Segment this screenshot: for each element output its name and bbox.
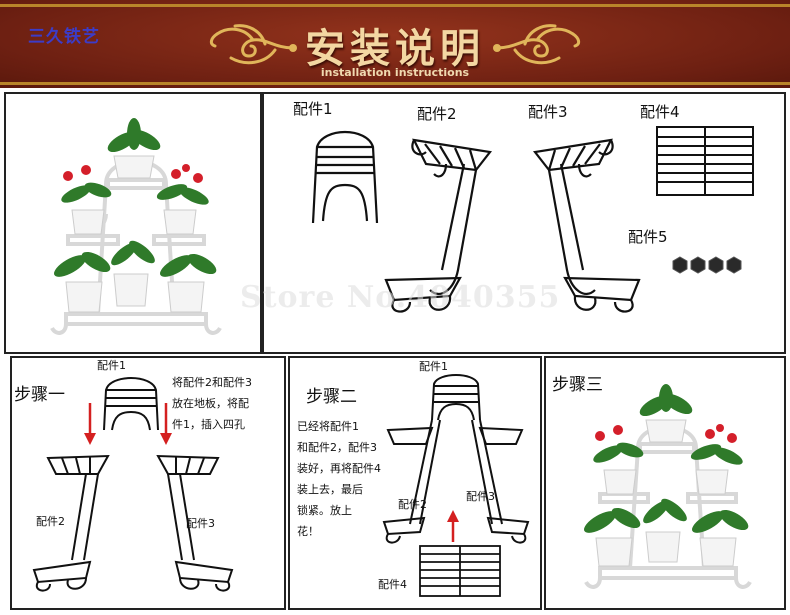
red-arrow-icon [447, 510, 459, 542]
step2-part4-drawing [419, 545, 501, 597]
store-watermark: Store No.4040355 [240, 280, 561, 315]
header-top-stripe [0, 4, 790, 7]
step1-part1-drawing [103, 377, 159, 431]
step1-part1-label: 配件1 [97, 359, 126, 372]
step3-title: 步骤三 [552, 375, 603, 395]
page-subtitle: installation instructions [320, 66, 470, 79]
red-arrow-icon [84, 403, 96, 445]
flower-stand-photo [584, 384, 752, 589]
part5-label: 配件5 [628, 228, 668, 246]
step2-instruction-line: 和配件2，配件3 [297, 441, 377, 454]
part3-label: 配件3 [528, 103, 568, 121]
part4-grid-shelf-drawing [656, 126, 754, 196]
part4-label: 配件4 [640, 103, 680, 121]
shop-name: 三久铁艺 [28, 27, 100, 47]
part1-arch-drawing [311, 130, 379, 224]
step1-instruction-line: 件1，插入四孔 [172, 418, 245, 431]
page-title: 安装说明 [305, 26, 485, 72]
step1-instruction-line: 放在地板，将配 [172, 397, 249, 410]
step2-part2-label: 配件2 [398, 498, 427, 511]
parts-panel [262, 92, 786, 354]
step2-instruction-line: 装好，再将配件4 [297, 462, 381, 475]
step1-instruction-line: 将配件2和配件3 [172, 376, 252, 389]
header-banner: 三久铁艺 安装说明 installation instructions [0, 0, 790, 88]
flower-stand-photo [50, 118, 222, 335]
step1-instructions: 将配件2和配件3 放在地板，将配 件1，插入四孔 [172, 372, 252, 435]
ornament-swirl-icon [493, 24, 581, 65]
part1-label: 配件1 [293, 100, 333, 118]
step2-instruction-line: 已经将配件1 [297, 420, 359, 433]
step2-part1-label: 配件1 [419, 360, 448, 373]
step2-instruction-line: 花！ [297, 525, 319, 538]
step1-part2-label: 配件2 [36, 515, 65, 528]
step2-assembly-drawing [382, 374, 530, 544]
header-bottom-stripe [0, 82, 790, 85]
step2-instruction-line: 装上去，最后 [297, 483, 363, 496]
step2-title: 步骤二 [306, 387, 357, 407]
product-photo-panel [4, 92, 262, 354]
step2-instructions: 已经将配件1 和配件2，配件3 装好，再将配件4 装上去，最后 锁紧。放上 花！ [297, 416, 381, 542]
step1-part3-drawing [156, 454, 234, 592]
step2-instruction-line: 锁紧。放上 [297, 504, 352, 517]
ornament-swirl-icon [209, 24, 297, 65]
part3-side-frame-drawing [532, 138, 641, 313]
red-arrow-icon [160, 403, 172, 445]
step1-title: 步骤一 [14, 385, 65, 405]
bolt-icon [672, 256, 742, 274]
step1-part2-drawing [32, 454, 110, 592]
step2-part4-label: 配件4 [378, 578, 407, 591]
part2-side-frame-drawing [384, 138, 493, 313]
part2-label: 配件2 [417, 105, 457, 123]
step1-part3-label: 配件3 [186, 517, 215, 530]
